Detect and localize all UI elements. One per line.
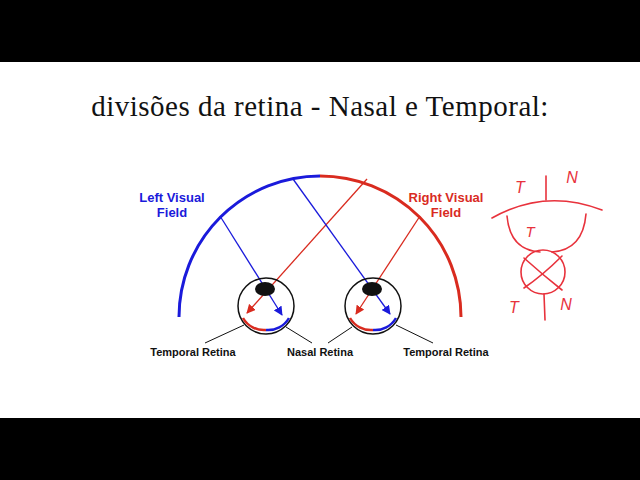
light-ray: [293, 179, 390, 314]
handwritten-letter: T: [504, 299, 524, 317]
handwritten-sketch: [492, 176, 602, 320]
handwritten-letter: T: [510, 179, 530, 197]
retina-label: Nasal Retina: [270, 346, 370, 359]
leader-lines: [205, 325, 433, 343]
slide-title: divisões da retina - Nasal e Temporal:: [0, 90, 640, 123]
handwritten-letter: N: [562, 169, 582, 187]
field-label: Left Visual Field: [127, 191, 217, 221]
handwritten-letter: T: [520, 223, 540, 240]
light-ray: [356, 216, 420, 314]
light-ray: [220, 216, 282, 315]
retina-label: Temporal Retina: [138, 346, 248, 359]
handwritten-letter: N: [556, 296, 576, 314]
retina-label: Temporal Retina: [391, 346, 501, 359]
left-eye: [238, 278, 294, 334]
right-eye: [345, 278, 401, 334]
field-label: Right Visual Field: [401, 191, 491, 221]
